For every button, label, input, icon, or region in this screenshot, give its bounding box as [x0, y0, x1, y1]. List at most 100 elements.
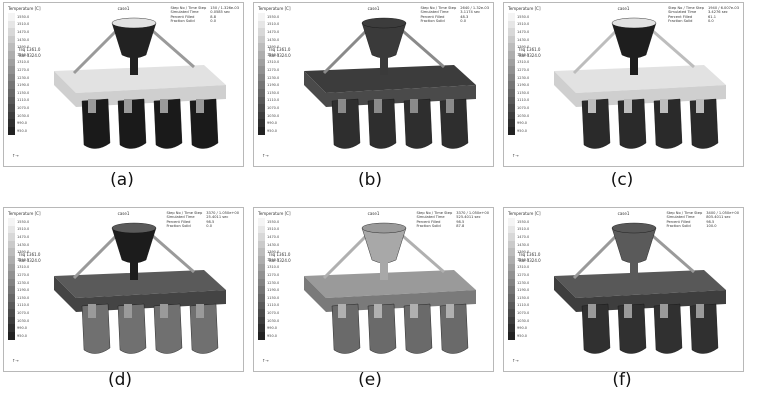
info-value: 98.5 [456, 219, 465, 224]
axes-triad-icon: ↑→ [262, 358, 269, 363]
mold-front-face [576, 85, 726, 107]
legend-row: 1190.0 [258, 286, 300, 294]
info-key: Step No / Time Step [666, 211, 703, 215]
legend-swatch [8, 248, 15, 256]
legend-row: 1190.0 [508, 286, 550, 294]
legend-row: 990.0 [8, 324, 50, 332]
info-value: 48.3 [460, 14, 469, 19]
legend-row: 990.0 [508, 324, 550, 332]
legend-value: 1350.0 [517, 257, 530, 262]
legend-swatch [258, 35, 265, 44]
axes-triad-icon: ↑→ [512, 358, 519, 363]
support-bar-right [395, 23, 445, 69]
blade-riser [338, 304, 346, 318]
axes-triad-icon: ↑→ [262, 153, 269, 158]
legend-row: 1470.0 [258, 28, 300, 36]
info-key: Percent Filled [166, 219, 191, 224]
blade-riser [660, 99, 668, 113]
legend-swatch [8, 35, 15, 44]
info-key: Fraction Solid [170, 19, 195, 24]
legend-row: 1310.0 [508, 263, 550, 272]
legend-value: 1190.0 [267, 288, 280, 293]
panel-caption: (c) [610, 170, 634, 190]
legend-swatch [258, 126, 265, 135]
legend-row: 950.0 [8, 126, 50, 135]
legend-swatch [8, 88, 15, 97]
legend-value: 1270.0 [517, 272, 530, 277]
legend-swatch [8, 278, 15, 287]
info-value: 0.0585 sec [210, 10, 231, 15]
panel-title: Temperature [C] [508, 211, 541, 216]
info-value: 3.1174 sec [460, 10, 481, 15]
support-bar-right [645, 23, 695, 69]
legend-swatch [258, 111, 265, 120]
view-label: case1 [117, 211, 130, 216]
legend-swatch [258, 28, 265, 36]
support-bar-left [322, 228, 374, 280]
legend-row: 1430.0 [258, 240, 300, 249]
legend-swatch [508, 81, 515, 89]
legend-value: 1030.0 [267, 318, 280, 323]
legend-row: 1030.0 [8, 316, 50, 325]
legend-swatch [508, 119, 515, 127]
legend-swatch [508, 309, 515, 317]
legend-value: 1150.0 [267, 90, 280, 95]
legend-row: 1150.0 [508, 293, 550, 302]
info-value: 0.0 [460, 19, 466, 24]
info-value: 3400 / 1.050e+00 [706, 211, 739, 215]
legend-value: 1070.0 [17, 310, 30, 315]
view-label: case1 [117, 6, 130, 11]
mold-top-face [554, 65, 726, 93]
view-label: case1 [367, 211, 380, 216]
blade-riser [410, 99, 418, 113]
legend-value: 1110.0 [517, 303, 530, 308]
mold-top-face [304, 65, 476, 93]
pouring-cup-rim [361, 17, 407, 29]
legend-row: 1150.0 [258, 88, 300, 97]
support-bar-right [395, 228, 445, 274]
legend-row: 1350.0 [8, 50, 50, 59]
casting-render-d [54, 222, 226, 354]
legend-swatch [508, 324, 515, 332]
panel-title: Temperature [C] [8, 6, 41, 11]
pouring-cup-rim [111, 17, 157, 29]
legend-row: 1390.0 [258, 43, 300, 51]
blade-riser [374, 99, 382, 113]
legend-value: 1030.0 [17, 318, 30, 323]
legend-row: 1390.0 [258, 248, 300, 256]
legend-value: 1070.0 [517, 310, 530, 315]
legend-value: 1150.0 [267, 295, 280, 300]
mold-top-face [54, 270, 226, 298]
info-value: 150 / 1.326e-03 [210, 6, 239, 10]
info-value: 805.4011 sec [706, 215, 731, 220]
legend-row: 1190.0 [8, 286, 50, 294]
legend-row: 1270.0 [8, 271, 50, 279]
legend-swatch [508, 331, 515, 340]
legend-row: 1030.0 [508, 316, 550, 325]
legend-swatch [508, 35, 515, 44]
legend-value: 1390.0 [517, 250, 530, 255]
legend-swatch [8, 43, 15, 51]
legend-value: 1190.0 [517, 288, 530, 293]
legend-swatch [508, 43, 515, 51]
info-key: Step No / Time Step [170, 6, 207, 10]
info-key: Fraction Solid [420, 19, 445, 24]
blade-riser [338, 99, 346, 113]
legend-swatch [508, 248, 515, 256]
legend-row: 1470.0 [508, 28, 550, 36]
blade-riser [88, 304, 96, 318]
pouring-cup-rim [111, 222, 157, 234]
legend-value: 1230.0 [517, 75, 530, 80]
legend-value: 1190.0 [267, 83, 280, 88]
legend-value: 1190.0 [17, 288, 30, 293]
info-value: 98.5 [206, 219, 215, 224]
casting-render-c [554, 17, 726, 149]
legend-row: 1070.0 [258, 104, 300, 112]
legend-row: 1550.0 [508, 13, 550, 21]
pouring-cup-rim [611, 17, 657, 29]
mold-side-face [554, 71, 576, 107]
panel-title: Temperature [C] [8, 211, 41, 216]
legend-row: 1350.0 [508, 50, 550, 59]
